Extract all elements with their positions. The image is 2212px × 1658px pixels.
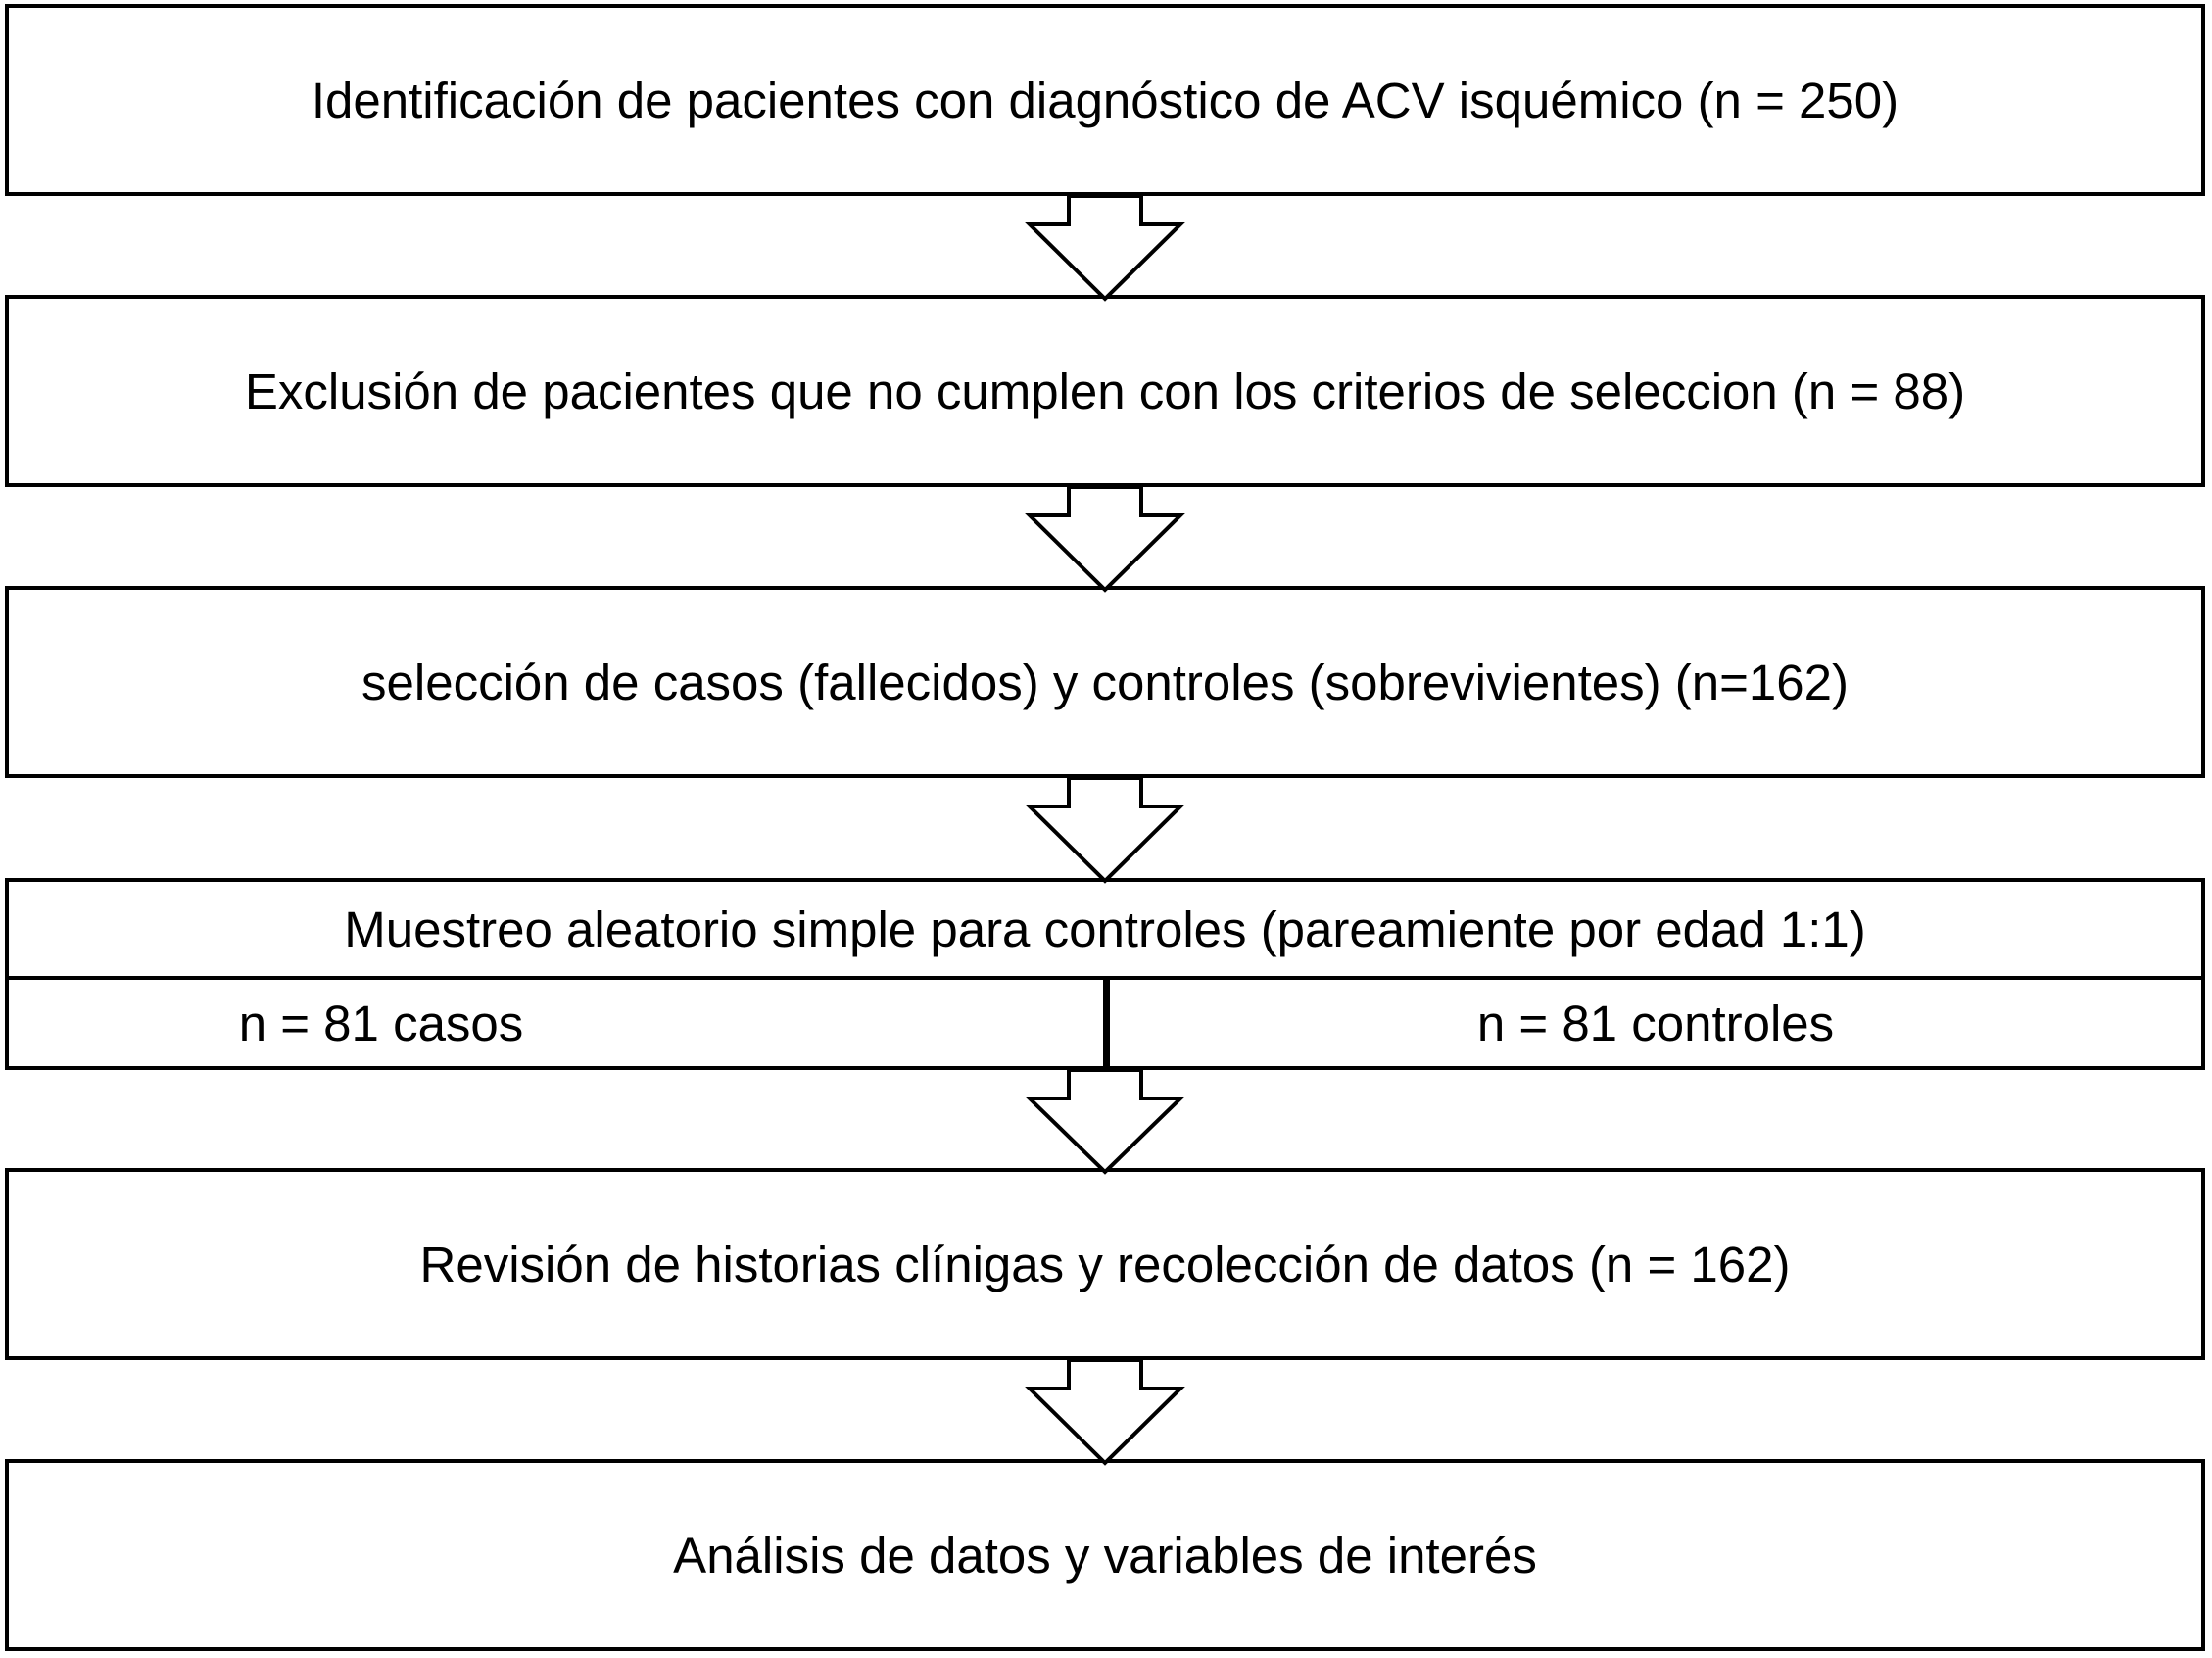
controles-cell: n = 81 controles: [1110, 980, 2201, 1066]
arrow-down-icon: [1025, 1358, 1185, 1466]
step-seleccion-box: selección de casos (fallecidos) y contro…: [5, 586, 2205, 778]
arrow-down-icon: [1025, 194, 1185, 302]
casos-cell: n = 81 casos: [9, 980, 1110, 1066]
step-muestreo-title-row: Muestreo aleatorio simple para controles…: [9, 882, 2201, 980]
controles-count: n = 81 controles: [1476, 995, 1835, 1051]
step-analisis-text: Análisis de datos y variables de interés: [673, 1527, 1537, 1584]
step-revision-box: Revisión de historias clínigas y recolec…: [5, 1168, 2205, 1360]
step-seleccion-text: selección de casos (fallecidos) y contro…: [361, 654, 1849, 710]
step-muestreo-box: Muestreo aleatorio simple para controles…: [5, 878, 2205, 1070]
arrow-down-icon: [1025, 485, 1185, 593]
step-exclusion-text: Exclusión de pacientes que no cumplen co…: [244, 363, 1966, 419]
arrow-down-icon: [1025, 776, 1185, 884]
step-exclusion-box: Exclusión de pacientes que no cumplen co…: [5, 295, 2205, 487]
casos-count: n = 81 casos: [238, 995, 524, 1051]
arrow-down-icon: [1025, 1068, 1185, 1175]
step-identificacion-box: Identificación de pacientes con diagnóst…: [5, 4, 2205, 196]
step-analisis-box: Análisis de datos y variables de interés: [5, 1459, 2205, 1651]
step-muestreo-title: Muestreo aleatorio simple para controles…: [344, 901, 1866, 957]
step-revision-text: Revisión de historias clínigas y recolec…: [419, 1236, 1791, 1292]
step-identificacion-text: Identificación de pacientes con diagnóst…: [311, 72, 1899, 128]
